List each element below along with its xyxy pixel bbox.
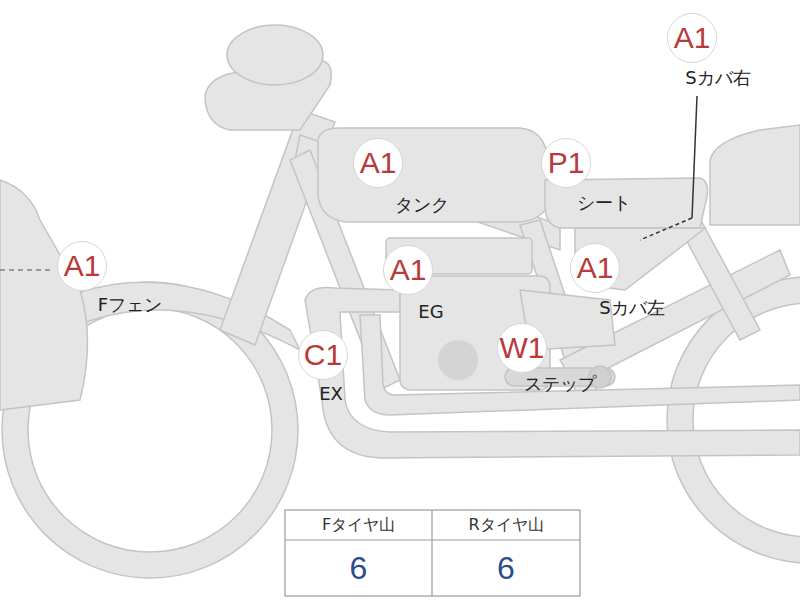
- callout-circle: A1: [667, 13, 717, 63]
- callout-circle: A1: [353, 138, 403, 188]
- callout-node: W1ステップ: [497, 323, 547, 373]
- callout-number: P1: [548, 148, 585, 178]
- callout-circle: W1: [497, 323, 547, 373]
- callout-node: A1Fフェン: [57, 241, 107, 291]
- part-name: Fフェン: [96, 295, 164, 315]
- table-header: Rタイヤ山: [468, 515, 543, 536]
- callout-circle: A1: [57, 241, 107, 291]
- part-name: Sカバ右: [683, 68, 752, 88]
- part-name: EG: [416, 302, 445, 322]
- callout-circle: A1: [383, 245, 433, 295]
- callout-circle: C1: [298, 330, 348, 380]
- callout-node: A1タンク: [353, 138, 403, 188]
- table-header: Fタイヤ山: [322, 515, 395, 536]
- table-cell: 6: [285, 540, 432, 596]
- callout-node: A1Sカバ右: [667, 13, 717, 63]
- callout-number: C1: [304, 340, 342, 370]
- table-value: 6: [350, 550, 368, 587]
- table-cell: Fタイヤ山: [285, 510, 432, 540]
- callout-number: W1: [500, 333, 545, 363]
- callout-node: P1シート: [541, 138, 591, 188]
- table-value: 6: [497, 550, 515, 587]
- part-name: タンク: [393, 195, 451, 215]
- part-name: ステップ: [522, 374, 598, 394]
- callout-number: A1: [360, 148, 397, 178]
- callout-node: A1EG: [383, 245, 433, 295]
- callout-circle: A1: [570, 243, 620, 293]
- callout-node: A1Sカバ左: [570, 243, 620, 293]
- callout-node: C1EX: [298, 330, 348, 380]
- callout-number: A1: [674, 23, 711, 53]
- callout-number: A1: [390, 255, 427, 285]
- callout-number: A1: [577, 253, 614, 283]
- part-name: EX: [317, 384, 345, 404]
- table-cell: Rタイヤ山: [432, 510, 580, 540]
- table-cell: 6: [432, 540, 580, 596]
- callout-number: A1: [64, 251, 101, 281]
- part-name: シート: [575, 193, 633, 213]
- part-name: Sカバ左: [597, 298, 666, 318]
- callout-circle: P1: [541, 138, 591, 188]
